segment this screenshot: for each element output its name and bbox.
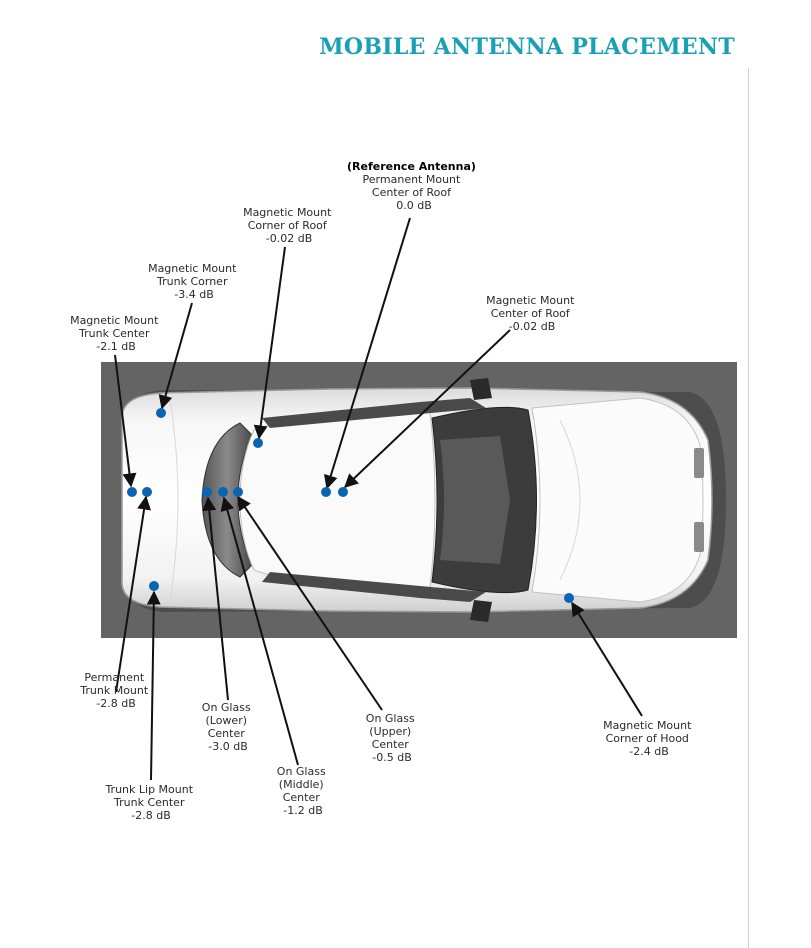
leader-glass-lower <box>202 496 229 701</box>
leader-mag-trunk-center <box>114 354 137 488</box>
marker-mag-corner-roof[interactable] <box>253 438 263 448</box>
right-side-window <box>262 572 486 602</box>
label-glass-upper: On Glass (Upper) Center -0.5 dB <box>366 712 418 764</box>
hood-crease <box>559 419 581 581</box>
label-glass-lower: On Glass (Lower) Center -3.0 dB <box>202 701 254 753</box>
label-mag-corner-roof: Magnetic Mount Corner of Roof -0.02 dB <box>243 206 335 245</box>
label-mag-trunk-corner: Magnetic Mount Trunk Corner -3.4 dB <box>148 262 240 301</box>
interior-detail <box>440 436 510 564</box>
label-mag-center-roof: Magnetic Mount Center of Roof -0.02 dB <box>486 294 578 333</box>
page-title: MOBILE ANTENNA PLACEMENT <box>319 34 735 60</box>
car-hood <box>531 397 704 603</box>
label-glass-middle: On Glass (Middle) Center -1.2 dB <box>277 765 329 817</box>
right-mirror <box>470 600 492 622</box>
label-mag-corner-hood: Magnetic Mount Corner of Hood -2.4 dB <box>603 719 695 758</box>
leader-mag-corner-roof <box>253 246 286 440</box>
label-perm-trunk: Permanent Trunk Mount -2.8 dB <box>79 671 151 710</box>
margin-rule <box>748 68 749 948</box>
marker-glass-lower[interactable] <box>202 487 212 497</box>
antenna-markers <box>127 408 574 603</box>
left-mirror <box>470 378 492 400</box>
placement-labels: (Reference Antenna) Permanent Mount Cent… <box>70 155 695 822</box>
leader-perm-trunk <box>115 495 152 693</box>
leader-mag-center-roof <box>343 329 511 488</box>
marker-reference[interactable] <box>321 487 331 497</box>
leader-glass-upper <box>237 495 383 711</box>
label-reference: (Reference Antenna) Permanent Mount Cent… <box>347 155 481 212</box>
marker-trunk-lip[interactable] <box>149 581 159 591</box>
marker-glass-upper[interactable] <box>233 487 243 497</box>
marker-mag-corner-hood[interactable] <box>564 593 574 603</box>
leader-mag-trunk-corner <box>158 302 193 410</box>
marker-perm-trunk[interactable] <box>142 487 152 497</box>
leader-reference <box>324 217 411 490</box>
left-headlight <box>694 448 704 478</box>
label-trunk-lip: Trunk Lip Mount Trunk Center -2.8 dB <box>104 783 196 822</box>
leader-mag-corner-hood <box>571 601 643 717</box>
leader-glass-middle <box>220 496 299 766</box>
trunk-seam <box>169 399 179 601</box>
leader-lines <box>114 217 643 781</box>
leader-trunk-lip <box>146 590 161 781</box>
label-mag-trunk-center: Magnetic Mount Trunk Center -2.1 dB <box>70 314 162 353</box>
car-photo <box>101 362 737 638</box>
car-roof <box>239 411 436 589</box>
marker-mag-trunk-corner[interactable] <box>156 408 166 418</box>
marker-mag-trunk-center[interactable] <box>127 487 137 497</box>
marker-glass-middle[interactable] <box>218 487 228 497</box>
marker-mag-center-roof[interactable] <box>338 487 348 497</box>
right-headlight <box>694 522 704 552</box>
